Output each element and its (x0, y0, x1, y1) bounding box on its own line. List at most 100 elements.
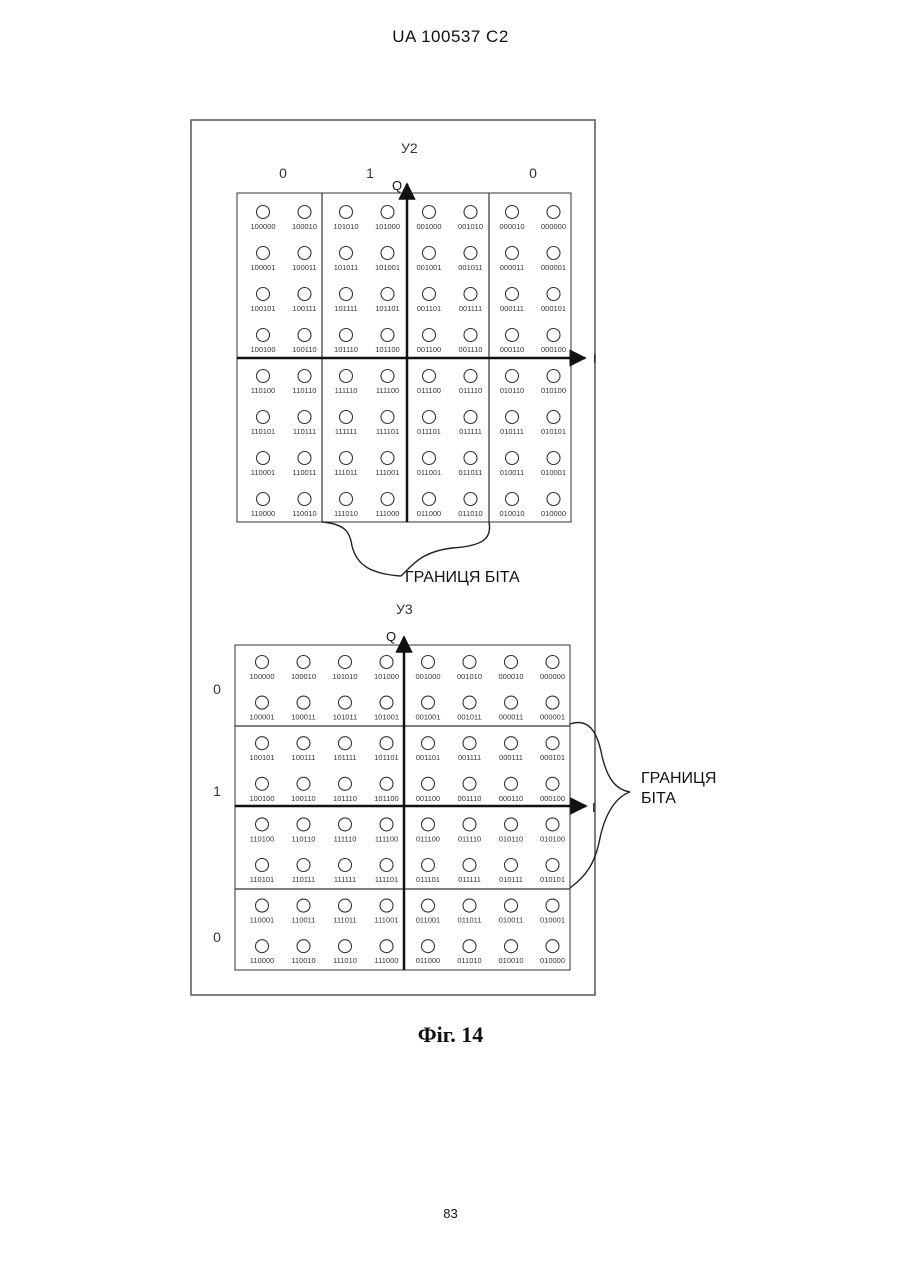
bit-code-label: 101111 (333, 753, 356, 762)
constellation-point (298, 452, 311, 465)
boundary-brace (570, 722, 630, 792)
bit-code-label: 001101 (416, 753, 440, 762)
bit-code-label: 110011 (292, 916, 316, 925)
constellation-point (256, 737, 269, 750)
bit-code-label: 111101 (376, 427, 399, 436)
constellation-point (546, 859, 559, 872)
bit-code-label: 010111 (499, 875, 523, 884)
bit-code-label: 010111 (500, 427, 524, 436)
bit-code-label: 110000 (250, 956, 274, 965)
constellation-point (339, 737, 352, 750)
bit-code-label: 001111 (458, 753, 481, 762)
bit-code-label: 110110 (292, 834, 316, 843)
bit-code-label: 010011 (499, 916, 523, 925)
bit-code-label: 000010 (499, 222, 524, 231)
row-bit-label: 0 (213, 681, 221, 697)
constellation-point (380, 777, 393, 790)
constellation-point (340, 206, 353, 219)
constellation-point (256, 818, 269, 831)
bit-code-label: 100000 (250, 222, 275, 231)
constellation-point (464, 370, 477, 383)
bit-code-label: 111001 (376, 468, 400, 477)
bit-code-label: 010010 (498, 956, 523, 965)
bit-code-label: 011110 (459, 386, 482, 395)
constellation-point (547, 493, 560, 506)
constellation-point (463, 737, 476, 750)
row-bit-label: 1 (213, 783, 221, 799)
bit-code-label: 110001 (251, 468, 275, 477)
constellation-point (381, 493, 394, 506)
page-number: 83 (0, 1206, 901, 1221)
bit-code-label: 000111 (500, 304, 524, 313)
bit-code-label: 011101 (417, 427, 441, 436)
constellation-points: 1000001000101010101010000010000010100000… (249, 656, 565, 966)
constellation-point (257, 329, 270, 342)
constellation-point (256, 940, 269, 953)
bit-code-label: 100101 (250, 304, 275, 313)
constellation-point (339, 818, 352, 831)
constellation-point (464, 247, 477, 260)
bit-code-label: 100101 (249, 753, 274, 762)
constellation-point (340, 452, 353, 465)
constellation-point (339, 777, 352, 790)
bit-code-label: 011011 (458, 916, 482, 925)
bit-boundary-label: ГРАНИЦЯ БІТА (405, 569, 520, 586)
constellation-point (423, 206, 436, 219)
figure-caption: Фіг. 14 (0, 1022, 901, 1048)
bit-code-label: 100000 (249, 672, 274, 681)
bit-code-label: 001011 (458, 263, 482, 272)
bit-code-label: 011111 (458, 875, 481, 884)
constellation-point (257, 247, 270, 260)
bit-code-label: 111011 (333, 916, 356, 925)
constellation-point (546, 940, 559, 953)
bit-code-label: 100001 (249, 713, 274, 722)
bit-code-label: 110000 (251, 509, 275, 518)
bit-code-label: 011100 (417, 386, 441, 395)
constellation-point (422, 859, 435, 872)
bit-code-label: 110001 (250, 916, 274, 925)
constellation-point (546, 656, 559, 669)
constellation-point (464, 288, 477, 301)
bit-code-label: 000001 (540, 713, 565, 722)
constellation-point (339, 656, 352, 669)
bit-code-label: 101000 (374, 672, 399, 681)
bit-code-label: 110101 (250, 875, 274, 884)
diagram-y3-title: У3 (396, 601, 413, 617)
bit-code-label: 101101 (375, 304, 399, 313)
constellation-point (546, 777, 559, 790)
bit-code-label: 010101 (541, 427, 566, 436)
constellation-point (423, 288, 436, 301)
column-bit-label: 0 (279, 165, 287, 181)
constellation-point (547, 452, 560, 465)
bit-code-label: 101110 (334, 345, 358, 354)
bit-code-label: 000101 (541, 304, 566, 313)
bit-code-label: 001010 (458, 222, 483, 231)
constellation-point (340, 493, 353, 506)
constellation-point (298, 206, 311, 219)
constellation-point (422, 656, 435, 669)
constellation-point (256, 859, 269, 872)
bit-code-label: 111100 (375, 834, 398, 843)
bit-code-label: 100100 (249, 794, 274, 803)
constellation-point (423, 411, 436, 424)
constellation-point (297, 859, 310, 872)
constellation-point (422, 899, 435, 912)
constellation-point (423, 329, 436, 342)
bit-code-label: 111010 (334, 509, 358, 518)
constellation-point (505, 818, 518, 831)
bit-code-label: 001111 (459, 304, 482, 313)
constellation-point (381, 206, 394, 219)
constellation-point (340, 288, 353, 301)
bit-code-label: 101100 (375, 345, 399, 354)
constellation-point (298, 288, 311, 301)
bit-code-label: 101001 (375, 263, 400, 272)
bit-code-label: 100110 (291, 794, 315, 803)
bit-code-label: 000100 (540, 794, 565, 803)
constellation-point (423, 370, 436, 383)
constellation-point (380, 656, 393, 669)
constellation-point (505, 777, 518, 790)
bit-code-label: 110110 (293, 386, 317, 395)
bit-code-label: 000100 (541, 345, 566, 354)
constellation-point (546, 737, 559, 750)
constellation-point (257, 452, 270, 465)
